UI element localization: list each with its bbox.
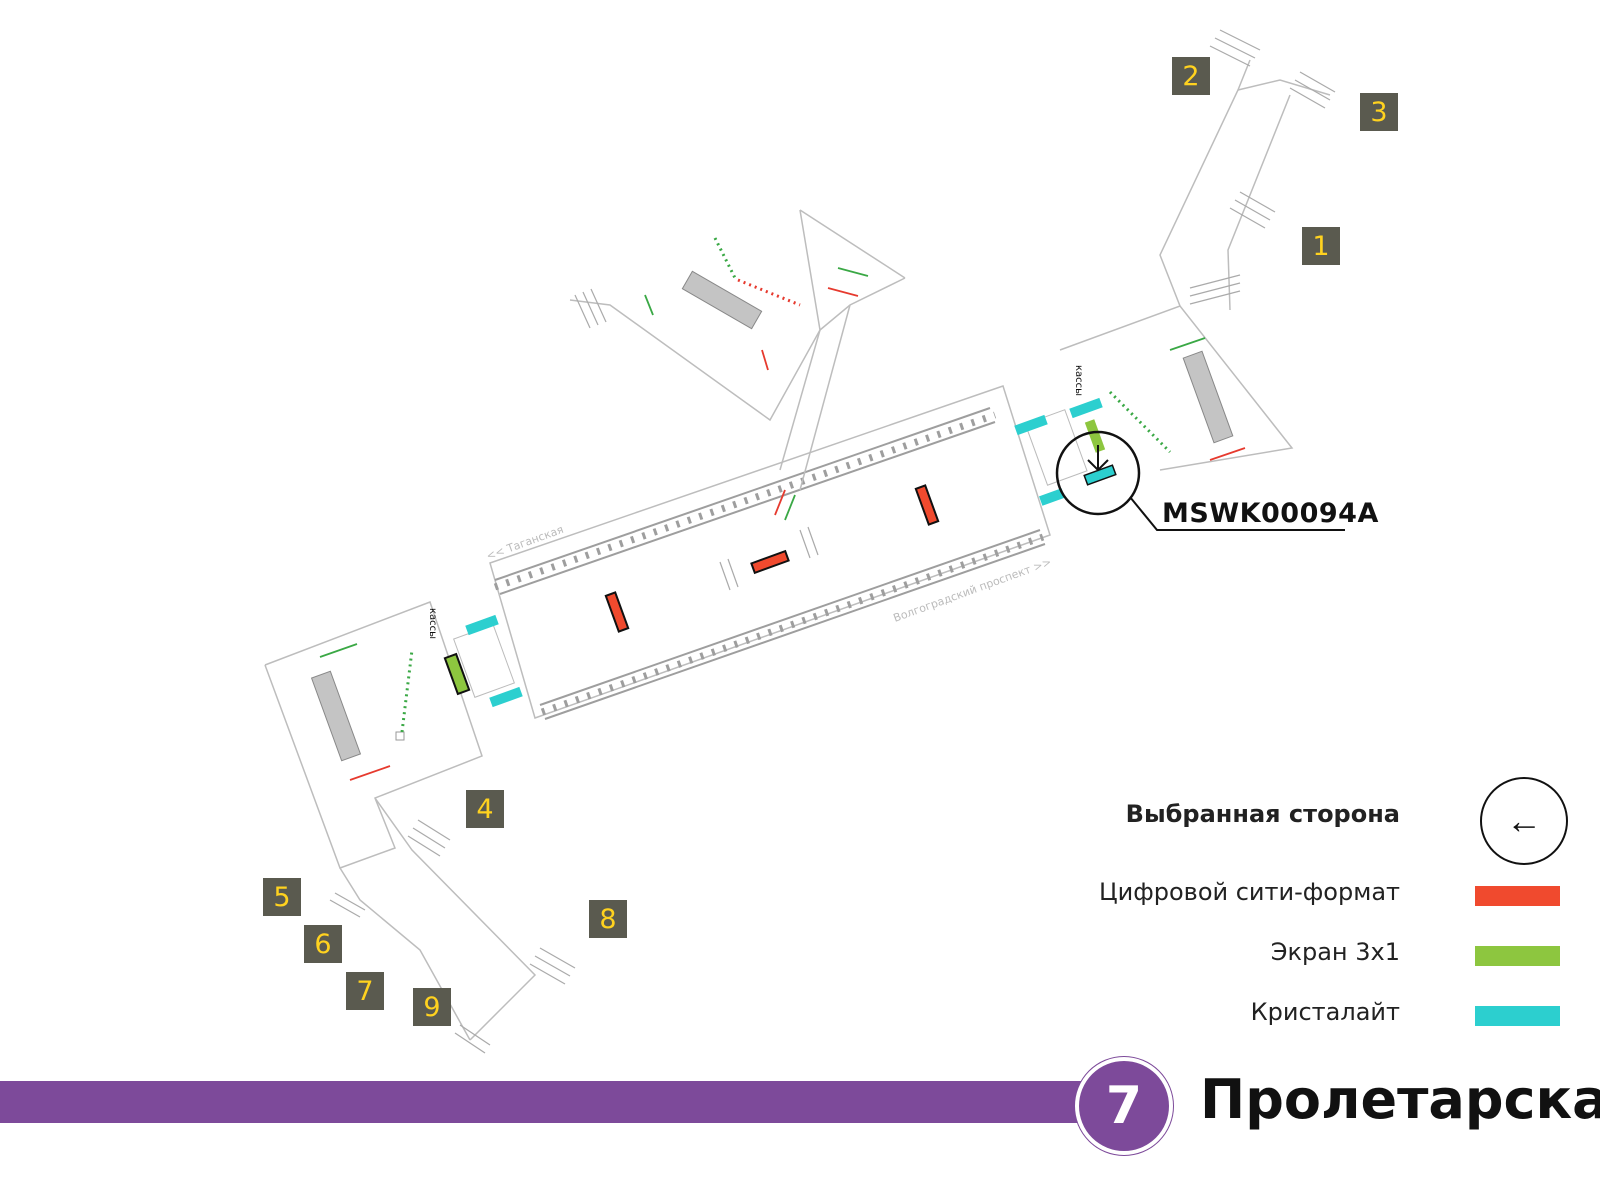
upper-escalator — [681, 270, 763, 330]
exit-badge-7: 7 — [346, 972, 384, 1010]
upper-concourse — [569, 209, 906, 491]
flow-arrows — [319, 267, 1246, 781]
arrow-red-upper-mid — [761, 349, 769, 371]
legend-title: Выбранная сторона — [1125, 800, 1400, 828]
exit-badge-2: 2 — [1172, 57, 1210, 95]
cashier-label-left: кассы — [427, 608, 438, 639]
exit-badge-5: 5 — [263, 878, 301, 916]
arrow-green-upper — [837, 267, 869, 277]
escalator-block-left — [310, 670, 362, 762]
metro-line-bar — [0, 1081, 1090, 1123]
arrow-green-central — [784, 494, 796, 521]
arrow-red-upper — [827, 287, 859, 297]
station-name: Пролетарская — [1200, 1068, 1600, 1131]
exit-badge-6: 6 — [304, 925, 342, 963]
arrow-red-central — [774, 489, 786, 516]
arrow-green-left-vestibule — [319, 643, 358, 658]
platform-outline — [489, 385, 1051, 719]
gate-left — [395, 731, 405, 741]
track-lower — [539, 529, 1046, 720]
legend-swatch-screen-3x1 — [1475, 946, 1560, 966]
arrow-red-left-vestibule — [349, 765, 391, 781]
stair-marks — [329, 29, 1336, 1054]
ad-city-format — [604, 484, 940, 633]
exit-badge-4: 4 — [466, 790, 504, 828]
right-vestibule — [1059, 59, 1331, 471]
exit-badge-3: 3 — [1360, 93, 1398, 131]
turnstiles-left — [400, 649, 414, 733]
turnstiles-right — [1108, 390, 1172, 454]
line-number-badge: 7 — [1075, 1057, 1173, 1155]
track-upper — [493, 407, 997, 595]
legend-label-city-format: Цифровой сити-формат — [1099, 878, 1400, 906]
ad-crystalite — [465, 397, 1117, 708]
highlight-marker — [1055, 430, 1345, 531]
legend-swatch-crystalite — [1475, 1006, 1560, 1026]
legend-selected-side-circle: ← — [1480, 777, 1568, 865]
escalator-block-right — [1182, 350, 1234, 444]
exit-badge-1: 1 — [1302, 227, 1340, 265]
direction-left-label: << Таганская — [485, 523, 566, 563]
arrow-green-right-vestibule — [1169, 337, 1206, 351]
ad-screen-3x1 — [443, 419, 1106, 696]
legend-swatch-city-format — [1475, 886, 1560, 906]
arrow-red-right-vestibule — [1209, 447, 1246, 461]
arrow-green-upper-left — [644, 294, 654, 316]
legend-label-screen-3x1: Экран 3x1 — [1270, 938, 1400, 966]
ad-code-label: MSWK00094A — [1162, 498, 1379, 529]
upper-turnstiles-red — [737, 278, 801, 307]
exit-badge-9: 9 — [413, 988, 451, 1026]
upper-turnstiles-green — [713, 237, 737, 279]
legend-label-crystalite: Кристалайт — [1250, 998, 1400, 1026]
exit-badge-8: 8 — [589, 900, 627, 938]
cashier-label-right: кассы — [1073, 365, 1084, 396]
left-arrow-icon: ← — [1506, 800, 1542, 841]
